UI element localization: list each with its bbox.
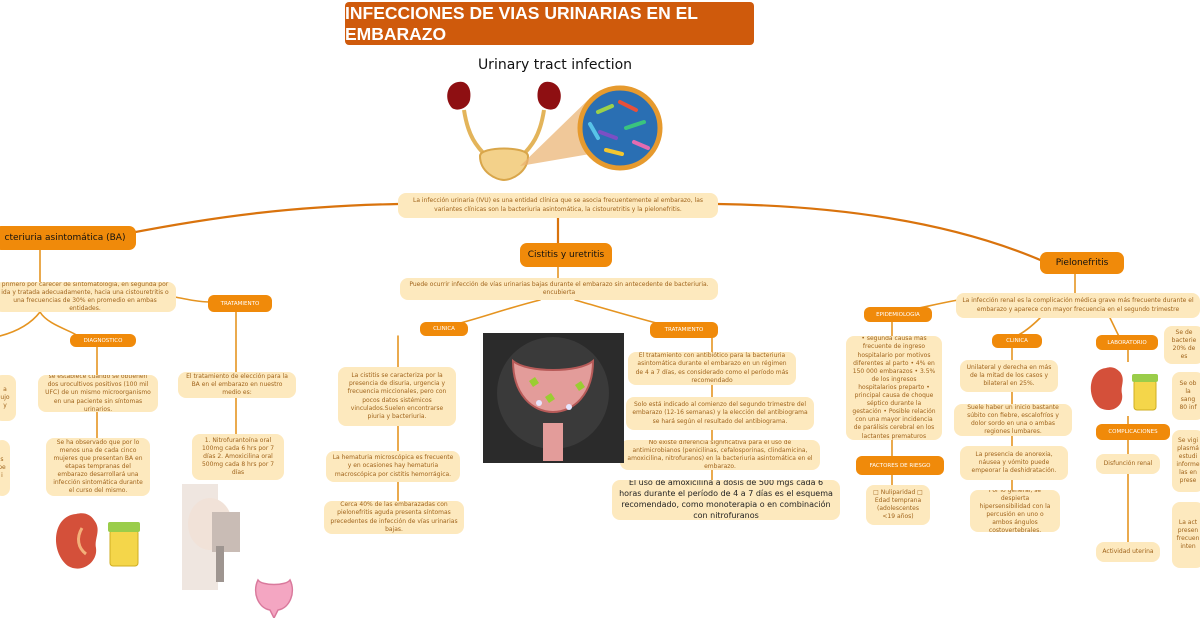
link-ba-diag [39,311,79,337]
pielonefritis-clinica-1: Unilateral y derecha en más de la mitad … [960,360,1058,392]
diagnostico-text: se establece cuando se obtienen dos uroc… [38,375,158,412]
cistitis-tratamiento-2: Solo está indicado al comienzo del segun… [626,397,814,430]
cistitis-clinica-3: Cerca 40% de las embarazadas con pielone… [324,501,464,534]
image-caption: Urinary tract infection [477,57,633,73]
node-complicaciones[interactable]: COMPLICACIONES [1096,424,1170,440]
link-ba-trat [169,295,211,303]
link-ba-left [0,311,41,337]
bacteria-magnifier-icon [577,85,663,171]
complicacion-actividad-uterina: Actividad uterina [1096,542,1160,562]
bladder-icon [478,147,530,182]
pielonefritis-clinica-2: Suele haber un inicio bastante súbito co… [954,404,1072,436]
laboratorio-text-2: Se ob la sang 80 inf [1172,372,1200,420]
kidney-sample-image [46,508,150,574]
kidney-icon-right [1090,367,1123,411]
kidney-right-icon [537,81,561,110]
link-intro-left [113,202,400,238]
bladder-cross-section-image [483,333,624,463]
epidemiologia-text: • segunda causa más frecuente de ingreso… [846,336,942,440]
cistitis-definition: Puede ocurrir infección de vías urinaria… [400,278,718,300]
bacteriuria-observation: Se ha observado que por lo menos una de … [46,438,150,496]
bacteriuria-definition: primero por carecer de sintomatología, e… [0,282,176,312]
node-factores-riesgo[interactable]: FACTORES DE RIESGO [856,456,944,475]
tratamiento-ba-dose: 1. Nitrofurantoína oral 100mg cada 6 hrs… [192,434,284,480]
pielonefritis-clinica-3: La presencia de anorexia, náusea y vómit… [960,446,1068,480]
bladder-pink-icon [254,578,294,618]
link-intro-right [716,202,1047,264]
bacteriuria-left-clipped-1: a ujo y [0,375,16,421]
node-tratamiento-ba[interactable]: TRATAMIENTO [208,295,272,312]
urinary-tract-illustration [447,81,663,182]
bacteriuria-left-clipped-2: s pe i [0,440,10,496]
sample-bottle-icon [109,529,139,567]
cistitis-tratamiento-4: El uso de amoxicilina a dosis de 500 mgs… [612,480,840,520]
kidney-left-icon [447,81,471,110]
node-epidemiologia[interactable]: EPIDEMIOLOGIA [864,307,932,322]
bacteria-icon [529,377,539,387]
pregnant-woman-image [182,484,302,590]
cistitis-clinica-1: La cistitis se caracteriza por la presen… [338,367,456,426]
cistitis-clinica-2: La hematuria microscópica es frecuente y… [326,451,460,482]
node-diagnostico[interactable]: DIAGNOSTICO [70,334,136,347]
complicacion-disfuncion-renal: Disfunción renal [1096,454,1160,474]
complicacion-text-1: Se vigi plasmá estudi informe las en pre… [1172,430,1200,492]
laboratorio-text-1: Se de bacterie 20% de es [1164,326,1200,364]
node-pielonefritis[interactable]: Pielonefritis [1040,252,1124,274]
cistitis-tratamiento-1: El tratamiento con antibiótico para la b… [628,352,796,385]
pielonefritis-definition: La infección renal es la complicación mé… [956,293,1200,318]
pielonefritis-clinica-4: Por lo general, se despierta hipersensib… [970,490,1060,532]
map-title: INFECCIONES DE VIAS URINARIAS EN EL EMBA… [345,2,754,45]
complicacion-text-2: La act presen frecuen inten [1172,502,1200,568]
node-clinica-pielonefritis[interactable]: CLINICA [992,334,1042,348]
sample-bottle-icon-right [1133,379,1157,411]
node-tratamiento-cistitis[interactable]: TRATAMIENTO [650,322,718,338]
kidney-sample-image-right [1082,362,1166,416]
kidney-icon [56,513,98,569]
node-cistitis-uretritis[interactable]: Cistitis y uretritis [520,243,612,267]
node-bacteriuria-asintomatica[interactable]: cteriuria asintomática (BA) [0,226,136,250]
cistitis-tratamiento-3: No existe diferencia significativa para … [620,440,820,470]
factores-riesgo-text: □ Nuliparidad □ Edad temprana (adolescen… [866,485,930,525]
tratamiento-ba-text: El tratamiento de elección para la BA en… [178,372,296,398]
node-laboratorio[interactable]: LABORATORIO [1096,335,1158,350]
intro-note: La infección urinaria (IVU) es una entid… [398,193,718,218]
node-clinica-cistitis[interactable]: CLINICA [420,322,468,336]
